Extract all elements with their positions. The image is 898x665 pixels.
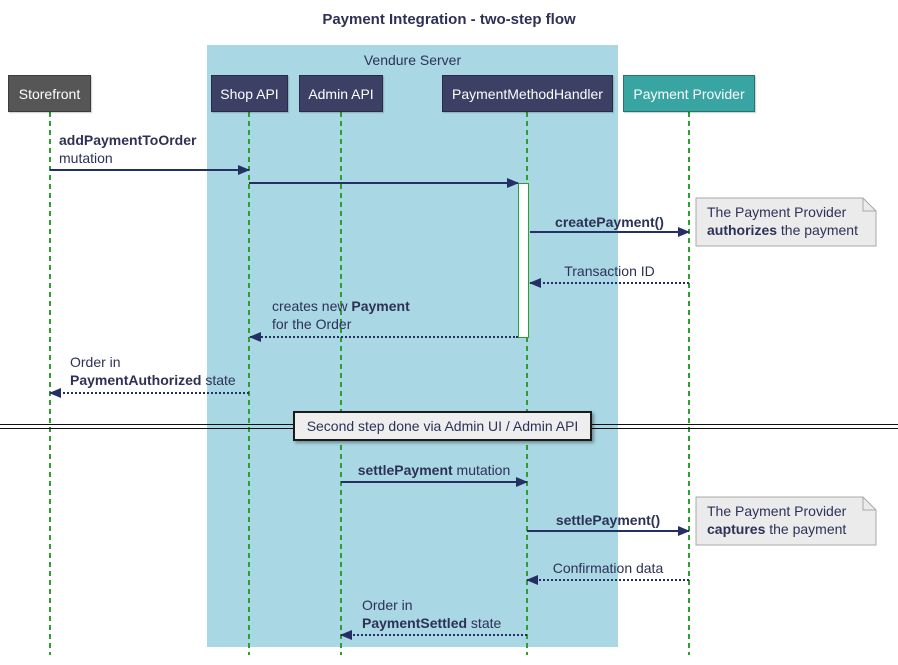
participant-label: Shop API: [220, 85, 279, 102]
arrow-transaction-id: [529, 278, 689, 288]
msg-creates-payment-label: creates new Payment for the Order: [272, 297, 410, 333]
msg-text: createPayment(): [555, 214, 664, 230]
msg-confirmation-label: Confirmation data: [527, 559, 689, 577]
arrow-create-payment: [530, 227, 690, 237]
arrow-order-authorized: [49, 388, 249, 398]
note-capture: The Payment Provider captures the paymen…: [695, 496, 877, 546]
msg-text: mutation: [452, 462, 511, 478]
participant-payment-method-handler: PaymentMethodHandler: [442, 75, 613, 112]
lifeline-storefront: [49, 112, 51, 655]
lifeline-admin-api: [340, 112, 342, 655]
msg-add-payment-label: addPaymentToOrder mutation: [59, 131, 196, 167]
msg-text: addPaymentToOrder: [59, 132, 197, 148]
note-paper-shape: [695, 197, 877, 247]
participant-label: Admin API: [308, 85, 374, 102]
msg-text: Transaction ID: [564, 263, 655, 279]
note-line: The Payment Provider: [707, 204, 847, 220]
participant-admin-api: Admin API: [299, 75, 383, 112]
msg-text: settlePayment(): [555, 512, 661, 528]
msg-text: settlePayment: [357, 462, 453, 478]
arrow-confirmation: [526, 575, 689, 585]
msg-text: PaymentSettled: [362, 615, 468, 631]
msg-create-payment-label: createPayment(): [530, 213, 689, 231]
divider-label-box: Second step done via Admin UI / Admin AP…: [293, 411, 592, 441]
msg-text: PaymentAuthorized: [70, 372, 202, 388]
arrow-order-settled: [340, 630, 527, 640]
msg-text: Order in: [362, 597, 413, 613]
vendure-server-container: Vendure Server: [207, 45, 618, 647]
msg-text: state: [467, 615, 502, 631]
participant-label: PaymentMethodHandler: [452, 85, 603, 102]
activation-bar: [518, 183, 529, 338]
note-text: The Payment Provider captures the paymen…: [707, 502, 846, 538]
msg-settle-mutation-label: settlePayment mutation: [341, 461, 527, 479]
arrow-add-payment: [50, 165, 250, 175]
lifeline-payment-method-handler: [526, 112, 528, 655]
participant-shop-api: Shop API: [211, 75, 288, 112]
note-line: the payment: [777, 222, 858, 238]
participant-payment-provider: Payment Provider: [623, 75, 755, 112]
arrow-settle-call: [527, 526, 690, 536]
note-line: authorizes: [707, 222, 778, 238]
msg-text: Order in: [70, 354, 121, 370]
note-line: captures: [707, 521, 766, 537]
msg-transaction-id-label: Transaction ID: [530, 262, 689, 280]
msg-text: state: [201, 372, 236, 388]
msg-text: mutation: [59, 150, 113, 166]
vendure-server-label: Vendure Server: [363, 52, 462, 68]
participant-label: Storefront: [18, 85, 81, 102]
msg-text: for the Order: [272, 316, 352, 332]
msg-text: Payment: [351, 298, 410, 314]
note-line: the payment: [765, 521, 847, 537]
msg-text: Confirmation data: [552, 560, 664, 576]
msg-text: creates new: [272, 298, 352, 314]
participant-storefront: Storefront: [8, 75, 91, 112]
diagram-title: Payment Integration - two-step flow: [322, 11, 576, 28]
arrow-shop-to-handler: [249, 178, 519, 188]
note-authorize: The Payment Provider authorizes the paym…: [695, 197, 877, 247]
note-text: The Payment Provider authorizes the paym…: [707, 203, 858, 239]
arrow-settle-mutation: [341, 477, 528, 487]
arrow-creates-payment: [249, 332, 518, 342]
note-line: The Payment Provider: [707, 503, 847, 519]
lifeline-payment-provider: [688, 112, 690, 655]
msg-order-authorized-label: Order in PaymentAuthorized state: [70, 353, 236, 389]
lifeline-shop-api: [248, 112, 250, 655]
msg-order-settled-label: Order in PaymentSettled state: [362, 596, 501, 632]
msg-settle-call-label: settlePayment(): [527, 511, 689, 529]
note-paper-shape: [695, 496, 877, 546]
participant-label: Payment Provider: [633, 85, 745, 102]
divider-label: Second step done via Admin UI / Admin AP…: [306, 418, 579, 434]
